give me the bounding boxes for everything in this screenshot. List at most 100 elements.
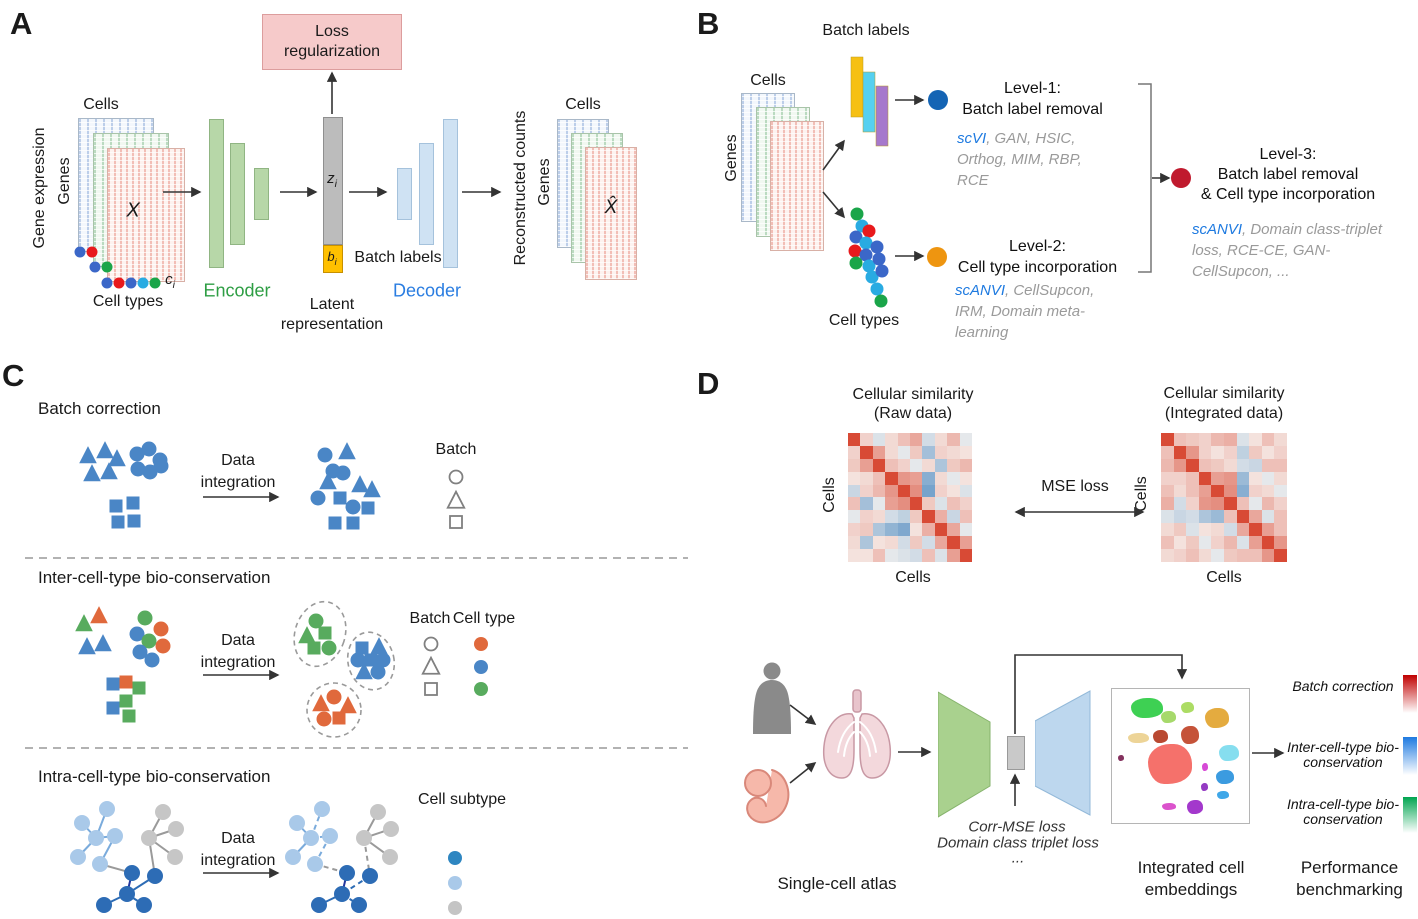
heatmap-cell	[1236, 445, 1250, 459]
genes-label-b: Genes	[723, 134, 740, 182]
lungs-icon	[822, 689, 892, 779]
cluster-circle	[141, 633, 157, 649]
heatmap-cell	[860, 510, 873, 524]
cluster-circle	[310, 490, 326, 506]
umap-cluster-blob	[1131, 698, 1163, 718]
heatmap-cell	[1211, 445, 1224, 459]
network-node	[383, 821, 399, 837]
cluster-ellipse	[306, 682, 362, 738]
heatmap-cell	[1211, 549, 1224, 562]
loss-regularization-box: Loss regularization	[262, 14, 402, 70]
level3-title: Level-3:	[1259, 146, 1317, 163]
umap-cluster-blob	[1205, 708, 1229, 728]
heatmap-cell	[959, 549, 972, 562]
network-edge	[126, 875, 156, 895]
heatmap-cell	[848, 433, 861, 446]
cluster-triangle	[370, 637, 388, 655]
fetus-icon	[744, 769, 790, 824]
batch-correction-title: Batch correction	[38, 399, 161, 418]
data-integration-label-3: Data integration	[200, 830, 276, 869]
heatmap-cell	[885, 484, 898, 498]
heatmap-cell	[1186, 497, 1199, 511]
heatmap-cell	[1173, 523, 1187, 537]
cell-types-label-b: Cell types	[828, 312, 900, 329]
heatmap-cell	[947, 536, 960, 550]
heatmap-cell	[1274, 458, 1287, 472]
heatmap-cell	[1173, 497, 1187, 511]
latent-representation-label: Latent representation	[280, 296, 384, 333]
network-edge	[148, 811, 164, 839]
cluster-ellipse	[346, 631, 396, 691]
umap-cluster-blob	[1217, 791, 1229, 799]
metric-intra-cell-type: Intra-cell-type bio-conservation	[1286, 796, 1400, 827]
level2-subtitle: Cell type incorporation	[957, 259, 1118, 276]
cell-type-dot	[870, 282, 884, 296]
heatmap-cell	[909, 433, 923, 446]
heatmap-cell	[848, 471, 861, 485]
cluster-triangle	[83, 464, 101, 482]
network-edge	[148, 837, 176, 858]
heatmap1-ylabel: Cells	[821, 477, 838, 513]
cluster-triangle	[319, 472, 337, 490]
cluster-square	[122, 709, 136, 723]
intra-cell-type-colorbar	[1403, 797, 1417, 833]
cluster-triangle	[90, 606, 108, 624]
heatmap-cell	[872, 458, 886, 472]
heatmap-cell	[1236, 536, 1250, 550]
losses-ellipsis: ...	[1011, 849, 1025, 867]
cluster-circle	[152, 452, 168, 468]
decoder-trapezoid	[1035, 690, 1091, 816]
heatmap-cell	[1224, 497, 1237, 511]
heatmap-cell	[1274, 549, 1287, 562]
heatmap-cell	[934, 549, 948, 562]
heatmap-cell	[1236, 510, 1250, 524]
level3-subtitle1: Batch label removal	[1217, 166, 1359, 183]
heatmap-cell	[1198, 536, 1212, 550]
encoder-trapezoid	[938, 691, 991, 818]
cluster-circle	[335, 465, 351, 481]
latent-code-box	[1007, 736, 1025, 770]
heatmap-cell	[1198, 549, 1212, 562]
level1-heading: Level-1: Batch label removal	[925, 78, 1140, 120]
network-node	[124, 865, 140, 881]
recon-matrix-batch3	[585, 147, 637, 280]
heatmap-cell	[947, 445, 960, 459]
heatmap-cell	[934, 445, 948, 459]
network-edge	[314, 863, 348, 874]
heatmap-cell	[860, 549, 873, 562]
level1-method-list: , GAN, HSIC, Orthog, MIM, RBP, RCE	[957, 130, 1082, 189]
b-matrix-batch3	[770, 121, 824, 251]
cluster-triangle	[355, 662, 373, 680]
heatmap-cell	[860, 497, 873, 511]
encoder-layer-3	[254, 168, 269, 220]
umap-cluster-blob	[1181, 726, 1199, 744]
heatmap-cell	[1211, 458, 1224, 472]
heatmap-cell	[1161, 549, 1174, 562]
heatmap-cell	[922, 536, 935, 550]
heatmap-cell	[1236, 497, 1250, 511]
heatmap-cell	[922, 523, 935, 537]
heatmap-cell	[1261, 458, 1275, 472]
cluster-circle	[316, 711, 332, 727]
cluster-circle	[375, 652, 391, 668]
network-node	[96, 897, 112, 913]
heatmap-cell	[1198, 433, 1212, 446]
cluster-circle	[155, 638, 171, 654]
network-edge	[363, 837, 391, 858]
heatmap-cell	[1261, 484, 1275, 498]
heatmap-cell	[1236, 458, 1250, 472]
heatmap-cell	[872, 510, 886, 524]
heatmap-cell	[1211, 523, 1224, 537]
heatmap-cell	[959, 484, 972, 498]
network-edge	[363, 811, 379, 839]
cell-type-dot	[874, 294, 888, 308]
cell-type-dot	[859, 236, 873, 250]
heatmap-cell	[897, 484, 910, 498]
heatmap-cell	[934, 458, 948, 472]
heatmap-cell	[1173, 458, 1187, 472]
network-node	[70, 849, 86, 865]
corr-mse-loss-label: Corr-MSE loss	[968, 818, 1066, 836]
encoder-label: Encoder	[203, 280, 271, 301]
cluster-square	[318, 626, 332, 640]
heatmap-cell	[1186, 536, 1199, 550]
